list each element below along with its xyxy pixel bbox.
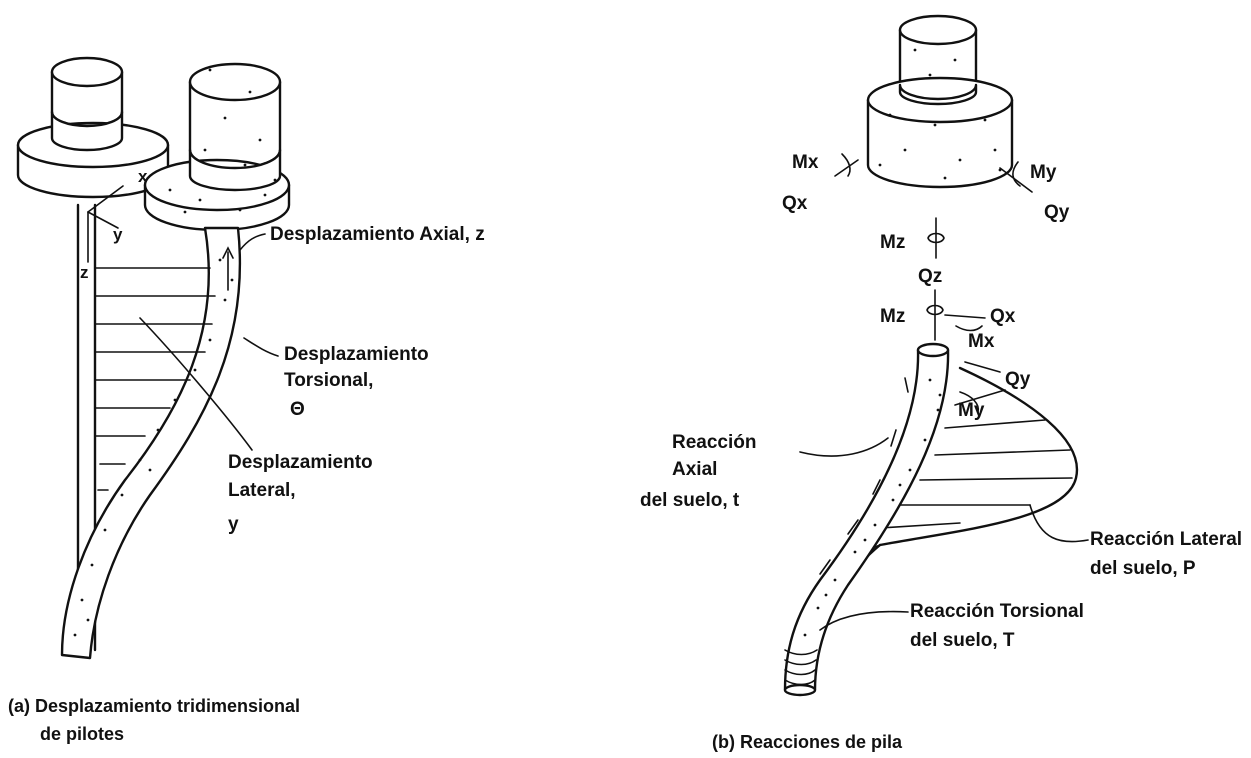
panel-a: x y z <box>8 58 485 744</box>
pile-head-forces: Mz Qx Mx Qy My <box>880 290 1031 421</box>
label-torsional-3: Θ <box>290 399 305 420</box>
label-lateral-reaction-1: Reacción Lateral <box>1090 529 1242 550</box>
force-qy-top: Qy <box>1044 202 1070 223</box>
label-axial-displacement: Desplazamiento Axial, z <box>270 224 485 245</box>
label-lateral-2: Lateral, <box>228 480 296 501</box>
caption-a-line2: de pilotes <box>40 724 124 744</box>
force-mx-bottom: Mx <box>968 331 995 352</box>
force-qx-top: Qx <box>782 193 808 214</box>
force-qy-bottom: Qy <box>1005 369 1031 390</box>
panel-b: Mx Qx My Qy Mz Qz Mz Qx Mx Qy My <box>640 16 1242 752</box>
label-torsional-2: Torsional, <box>284 370 373 391</box>
force-qz: Qz <box>918 266 942 287</box>
force-my-top: My <box>1030 162 1057 183</box>
label-lateral-1: Desplazamiento <box>228 452 373 473</box>
label-torsional-reaction-1: Reacción Torsional <box>910 601 1084 622</box>
lateral-reaction-envelope <box>810 368 1077 630</box>
label-torsional-1: Desplazamiento <box>284 344 429 365</box>
force-mz-top: Mz <box>880 232 905 253</box>
axis-y-label: y <box>113 225 123 244</box>
torsional-reaction-leader <box>820 612 908 630</box>
caption-a-line1: (a) Desplazamiento tridimensional <box>8 696 300 716</box>
torsional-leader <box>244 338 278 356</box>
label-lateral-3: y <box>228 514 239 535</box>
force-mx-top: Mx <box>792 152 819 173</box>
axial-reaction-leader <box>800 438 888 456</box>
label-axial-reaction-1: Reacción <box>672 432 756 453</box>
caption-b: (b) Reacciones de pila <box>712 732 903 752</box>
label-axial-reaction-3: del suelo, t <box>640 490 740 511</box>
label-axial-reaction-2: Axial <box>672 459 717 480</box>
force-mz-bottom: Mz <box>880 306 905 327</box>
label-lateral-reaction-2: del suelo, P <box>1090 558 1196 579</box>
axis-z-label: z <box>80 263 89 282</box>
axial-leader <box>240 234 265 250</box>
label-torsional-reaction-2: del suelo, T <box>910 630 1015 651</box>
force-qx-bottom: Qx <box>990 306 1016 327</box>
pile-cap <box>868 16 1012 187</box>
